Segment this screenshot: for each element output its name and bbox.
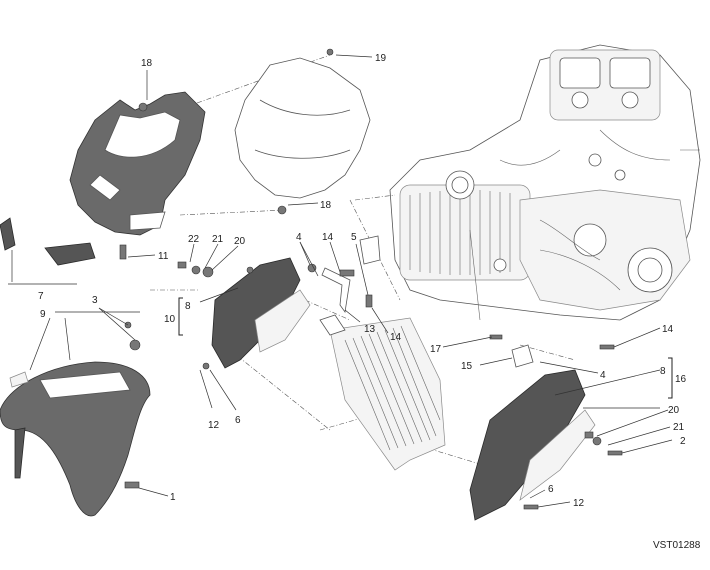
- callout-2: 2: [680, 436, 686, 447]
- callout-6-right: 6: [548, 484, 554, 495]
- callout-12-right: 12: [573, 498, 585, 509]
- callout-22: 22: [188, 234, 200, 245]
- callout-20-left: 20: [234, 236, 246, 247]
- callout-5: 5: [351, 232, 357, 243]
- callout-3: 3: [92, 295, 98, 306]
- tank-cover: [234, 48, 371, 215]
- callout-brackets: [178, 297, 673, 399]
- callout-8-right: 8: [660, 366, 666, 377]
- callout-17: 17: [430, 344, 442, 355]
- engine-assembly: [389, 44, 701, 321]
- leader-lines: [29, 54, 673, 508]
- callout-21-left: 21: [212, 234, 224, 245]
- callout-4-top: 4: [296, 232, 302, 243]
- callout-8-left: 8: [185, 301, 191, 312]
- callout-14-b: 14: [390, 332, 402, 343]
- callout-18-top: 18: [141, 58, 153, 69]
- callout-4-right: 4: [600, 370, 606, 381]
- callout-15: 15: [461, 361, 473, 372]
- callout-7: 7: [38, 291, 44, 302]
- callout-20-right: 20: [668, 405, 680, 416]
- front-fairing: [69, 91, 206, 236]
- callout-13: 13: [364, 324, 376, 335]
- callout-6-left: 6: [235, 415, 241, 426]
- radiator: [319, 314, 446, 471]
- callout-9: 9: [40, 309, 46, 320]
- callout-10: 10: [164, 314, 176, 325]
- callout-16: 16: [675, 374, 687, 385]
- callout-21-right: 21: [673, 422, 685, 433]
- callout-12-left: 12: [208, 420, 220, 431]
- callout-labels: 18 19 18 11 7 22 21 20 4 14 5 3 9 8 10 1…: [38, 53, 701, 551]
- left-side-panel: [202, 257, 311, 370]
- callout-1: 1: [170, 492, 176, 503]
- callout-14-c: 14: [662, 324, 674, 335]
- diagram-code: VST01288: [653, 540, 701, 551]
- callout-14-a: 14: [322, 232, 334, 243]
- hardware: [119, 102, 623, 510]
- callout-19: 19: [375, 53, 387, 64]
- callout-11: 11: [158, 251, 169, 262]
- callout-18-mid: 18: [320, 200, 332, 211]
- windscreen-panel: [0, 217, 96, 285]
- front-mudguard: [0, 361, 151, 517]
- right-side-panel: [469, 355, 596, 521]
